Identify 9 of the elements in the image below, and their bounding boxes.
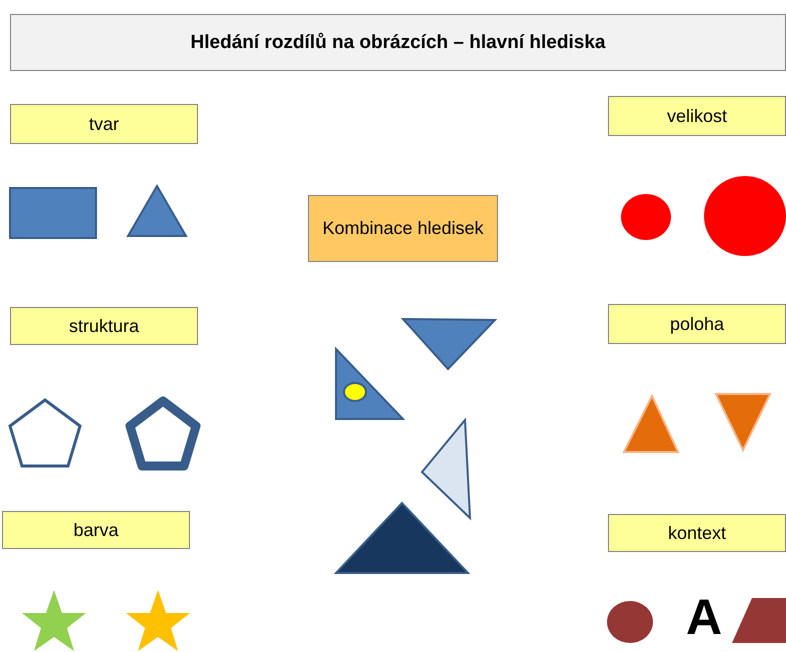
category-label: poloha: [608, 304, 786, 344]
category-label: velikost: [608, 96, 786, 136]
title-bar: Hledání rozdílů na obrázcích – hlavní hlediska: [10, 14, 786, 71]
category-label: struktura: [10, 307, 198, 345]
category-label: barva: [2, 511, 190, 549]
letter-sign: A: [684, 588, 724, 646]
category-label: kontext: [608, 514, 786, 552]
category-label: tvar: [10, 104, 198, 144]
topic-box: Kombinace hledisek: [308, 195, 498, 262]
